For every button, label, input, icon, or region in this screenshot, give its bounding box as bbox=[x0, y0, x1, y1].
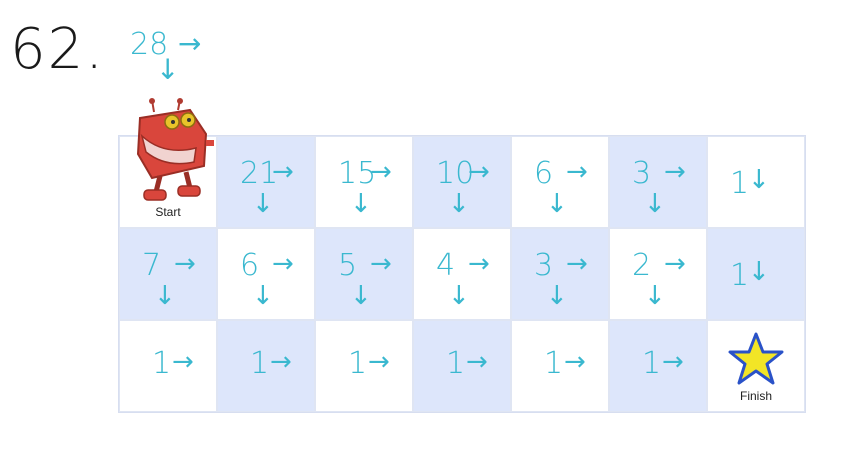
path-count: 1 bbox=[250, 346, 270, 381]
path-count: 1 bbox=[152, 346, 172, 381]
grid-cell: 7 →↓ bbox=[119, 228, 217, 320]
down-arrow-icon: ↓ bbox=[448, 281, 470, 311]
path-count: 4 bbox=[436, 248, 456, 283]
down-arrow-icon: ↓ bbox=[156, 53, 180, 86]
grid-cell: 1↓ bbox=[707, 228, 805, 320]
right-arrow-icon: → bbox=[468, 249, 490, 279]
path-count: 7 bbox=[142, 248, 162, 283]
start-label: Start bbox=[155, 205, 181, 219]
path-count: 3 bbox=[632, 156, 652, 191]
right-arrow-icon: → bbox=[370, 157, 392, 187]
grid-cell: 1→ bbox=[119, 320, 217, 412]
down-arrow-icon: ↓ bbox=[252, 189, 274, 219]
problem-number: 62. bbox=[10, 17, 106, 82]
grid-cell: 4 →↓ bbox=[413, 228, 511, 320]
path-count: 6 bbox=[534, 156, 554, 191]
path-count: 2 bbox=[632, 248, 652, 283]
path-count: 21 bbox=[240, 156, 279, 191]
down-arrow-icon: ↓ bbox=[350, 189, 372, 219]
grid-cell: 2 →↓ bbox=[609, 228, 707, 320]
grid-cell: 1↓ bbox=[707, 136, 805, 228]
right-arrow-icon: → bbox=[370, 249, 392, 279]
grid-cell: 1→ bbox=[413, 320, 511, 412]
right-arrow-icon: → bbox=[566, 157, 588, 187]
right-arrow-icon: → bbox=[664, 249, 686, 279]
grid-cell: 5 →↓ bbox=[315, 228, 413, 320]
down-arrow-icon: ↓ bbox=[154, 281, 176, 311]
total-path-count: 28 → ↓ bbox=[130, 30, 240, 90]
robot-icon bbox=[136, 98, 214, 201]
grid-cell: 1→ bbox=[511, 320, 609, 412]
right-arrow-icon: → bbox=[368, 347, 390, 377]
right-arrow-icon: → bbox=[270, 347, 292, 377]
grid-cell: 6 →↓ bbox=[217, 228, 315, 320]
down-arrow-icon: ↓ bbox=[546, 281, 568, 311]
right-arrow-icon: → bbox=[468, 157, 490, 187]
finish-label: Finish bbox=[739, 389, 772, 403]
path-count: 5 bbox=[338, 248, 358, 283]
right-arrow-icon: → bbox=[178, 27, 202, 60]
path-count: 3 bbox=[534, 248, 554, 283]
path-count: 1 bbox=[730, 166, 750, 201]
right-arrow-icon: → bbox=[564, 347, 586, 377]
total-path-number: 28 bbox=[130, 27, 169, 62]
down-arrow-icon: ↓ bbox=[748, 165, 770, 195]
grid-cell: 1→ bbox=[217, 320, 315, 412]
path-count: 1 bbox=[730, 258, 750, 293]
down-arrow-icon: ↓ bbox=[644, 281, 666, 311]
right-arrow-icon: → bbox=[566, 249, 588, 279]
grid-cell: 21→↓ bbox=[217, 136, 315, 228]
grid-cell: 3 →↓ bbox=[511, 228, 609, 320]
down-arrow-icon: ↓ bbox=[748, 257, 770, 287]
path-count: 6 bbox=[240, 248, 260, 283]
path-count: 10 bbox=[436, 156, 475, 191]
path-count: 1 bbox=[642, 346, 662, 381]
grid-cell: 6 →↓ bbox=[511, 136, 609, 228]
path-count: 1 bbox=[544, 346, 564, 381]
right-arrow-icon: → bbox=[172, 347, 194, 377]
down-arrow-icon: ↓ bbox=[644, 189, 666, 219]
finish-cell: Finish bbox=[707, 320, 805, 412]
path-count: 1 bbox=[348, 346, 368, 381]
right-arrow-icon: → bbox=[174, 249, 196, 279]
right-arrow-icon: → bbox=[466, 347, 488, 377]
star-icon bbox=[728, 332, 784, 385]
right-arrow-icon: → bbox=[272, 157, 294, 187]
right-arrow-icon: → bbox=[662, 347, 684, 377]
grid-cell: 15→↓ bbox=[315, 136, 413, 228]
right-arrow-icon: → bbox=[664, 157, 686, 187]
down-arrow-icon: ↓ bbox=[252, 281, 274, 311]
grid-cell: 1→ bbox=[609, 320, 707, 412]
path-count: 1 bbox=[446, 346, 466, 381]
path-count: 15 bbox=[338, 156, 377, 191]
down-arrow-icon: ↓ bbox=[448, 189, 470, 219]
grid-cell: 10→↓ bbox=[413, 136, 511, 228]
grid-cell: 1→ bbox=[315, 320, 413, 412]
right-arrow-icon: → bbox=[272, 249, 294, 279]
down-arrow-icon: ↓ bbox=[350, 281, 372, 311]
down-arrow-icon: ↓ bbox=[546, 189, 568, 219]
grid-cell: 3 →↓ bbox=[609, 136, 707, 228]
